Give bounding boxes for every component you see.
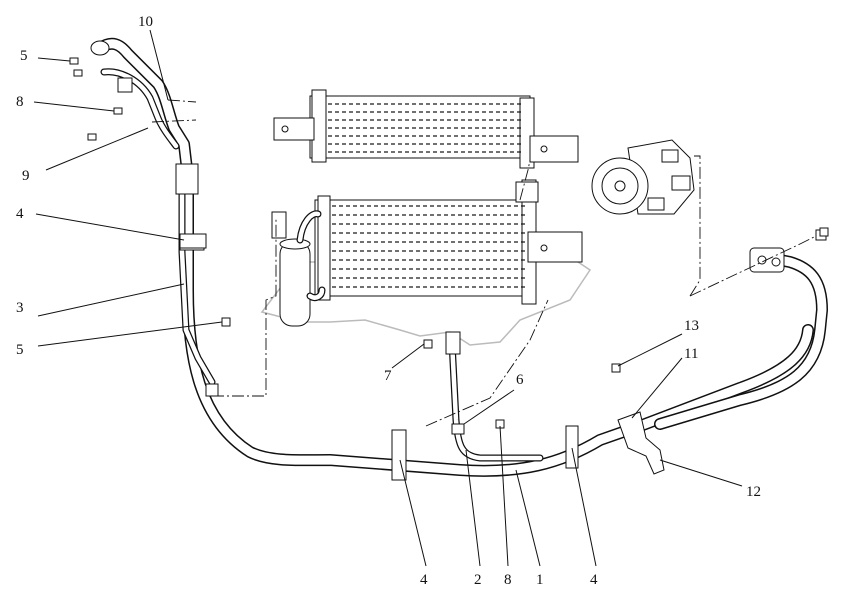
assembly-lines [151,99,817,427]
receiver-drier [271,210,326,327]
pipe-10 [90,37,219,397]
callout-5-top: 5 [20,48,28,64]
condenser-lower [314,179,583,305]
clamp-bottom-left [391,429,407,481]
bolts [69,57,829,429]
callout-8-top: 8 [16,94,24,110]
callout-5-mid: 5 [16,342,24,358]
callout-2: 2 [474,572,482,588]
callout-10: 10 [138,14,153,30]
condenser-upper [273,89,579,169]
callout-12: 12 [746,484,761,500]
callout-9: 9 [22,168,30,184]
callout-4-bottom-b: 4 [590,572,598,588]
callout-11: 11 [684,346,698,362]
pipe-2 [445,331,544,462]
clamp-bottom-right [565,425,579,469]
callout-labels: 10 5 8 9 4 3 5 7 6 13 11 12 4 2 8 1 4 [16,14,761,588]
compressor [591,139,695,215]
bracket-12 [617,411,665,475]
callout-4-bottom-a: 4 [420,572,428,588]
callout-3: 3 [16,300,24,316]
callout-1: 1 [536,572,544,588]
callout-6: 6 [516,372,524,388]
callout-4-left: 4 [16,206,24,222]
clamp-left [179,233,207,249]
callout-8-bottom: 8 [504,572,512,588]
callout-7: 7 [384,368,392,384]
callout-13: 13 [684,318,699,334]
leader-lines [33,29,743,567]
